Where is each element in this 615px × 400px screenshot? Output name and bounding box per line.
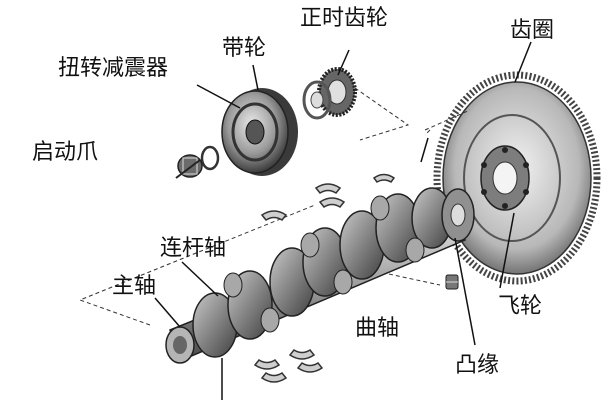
- label-torsional-damper: 扭转减震器: [58, 56, 169, 81]
- flywheel-bore: [492, 161, 518, 195]
- label-flange: 凸缘: [455, 353, 500, 378]
- timing-gear-group: [302, 67, 357, 120]
- label-crankshaft: 曲轴: [355, 316, 400, 341]
- flywheel-group: [433, 71, 601, 285]
- leader-lines: [154, 41, 532, 400]
- pulley-group: [221, 88, 298, 176]
- crankpins: [223, 195, 425, 333]
- crank-webs: [192, 187, 453, 358]
- bearing-shells-lower: [253, 349, 324, 383]
- flywheel-inner-ring: [463, 114, 561, 242]
- bearing-shells-upper: [260, 173, 396, 221]
- crankshaft-group: [165, 187, 475, 364]
- label-starting-claw: 启动爪: [32, 140, 99, 165]
- bolt-icon: [445, 274, 459, 290]
- label-flywheel: 飞轮: [498, 294, 543, 319]
- label-pulley: 带轮: [222, 36, 267, 61]
- label-timing-gear: 正时齿轮: [300, 6, 389, 31]
- starting-claw-group: [175, 145, 220, 179]
- label-ring-gear: 齿圈: [510, 18, 555, 43]
- label-crankpin: 连杆轴: [160, 236, 227, 261]
- label-main-journal: 主轴: [112, 274, 157, 299]
- ring-gear-teeth: [433, 71, 601, 285]
